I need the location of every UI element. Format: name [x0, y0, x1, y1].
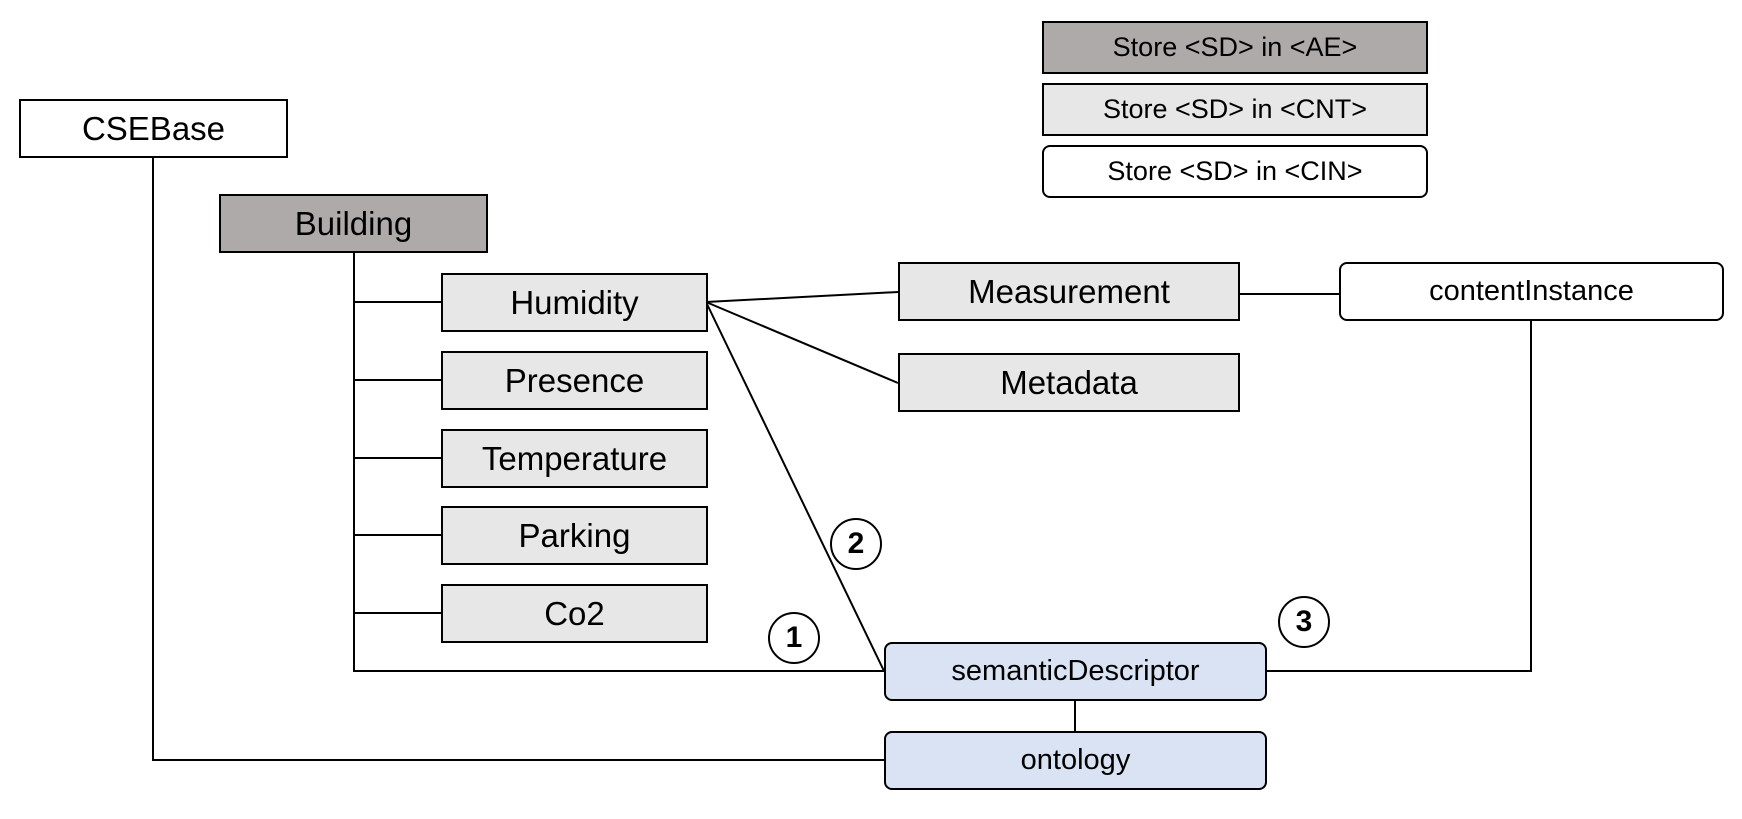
legend-item-ae: Store <SD> in <AE>: [1042, 21, 1428, 74]
node-building: Building: [219, 194, 488, 253]
legend-item-cnt: Store <SD> in <CNT>: [1042, 83, 1428, 136]
node-metadata: Metadata: [898, 353, 1240, 412]
node-temperature: Temperature: [441, 429, 708, 488]
step-marker-2: 2: [830, 518, 882, 570]
line-contentinstance-semanticdescriptor: [1266, 320, 1532, 672]
node-parking: Parking: [441, 506, 708, 565]
node-ontology: ontology: [884, 731, 1267, 790]
node-humidity: Humidity: [441, 273, 708, 332]
line-building-semanticdescriptor: [353, 252, 884, 672]
line-humidity-semanticdescriptor: [705, 301, 885, 672]
node-csebase: CSEBase: [19, 99, 288, 158]
legend-item-cin: Store <SD> in <CIN>: [1042, 145, 1428, 198]
line-csebase-ontology: [152, 157, 884, 761]
node-presence: Presence: [441, 351, 708, 410]
node-contentinstance: contentInstance: [1339, 262, 1724, 321]
node-measurement: Measurement: [898, 262, 1240, 321]
step-marker-1: 1: [768, 612, 820, 664]
step-marker-3: 3: [1278, 596, 1330, 648]
node-co2: Co2: [441, 584, 708, 643]
node-semanticdescriptor: semanticDescriptor: [884, 642, 1267, 701]
line-humidity-metadata: [705, 301, 899, 384]
line-humidity-measurement: [705, 291, 899, 303]
